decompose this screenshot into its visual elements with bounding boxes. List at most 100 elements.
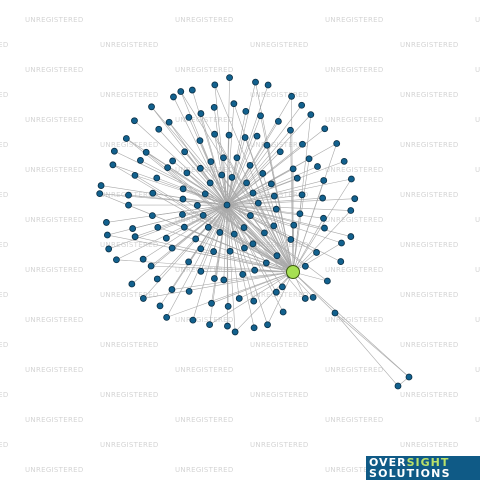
- graph-edge: [226, 103, 235, 206]
- graph-node: [278, 283, 286, 291]
- graph-node: [188, 86, 196, 94]
- graph-edge: [168, 122, 294, 273]
- watermark-text: UNREGISTERED: [400, 341, 459, 349]
- graph-node: [220, 154, 227, 162]
- graph-node: [333, 140, 341, 147]
- watermark-text: UNREGISTERED: [100, 241, 159, 249]
- graph-edge: [334, 312, 410, 378]
- graph-node: [257, 112, 264, 120]
- graph-node: [226, 247, 234, 255]
- watermark-text: UNREGISTERED: [250, 291, 309, 299]
- graph-node: [254, 199, 262, 207]
- watermark-text: UNREGISTERED: [250, 91, 309, 99]
- graph-edge: [226, 204, 268, 325]
- graph-edge: [214, 84, 294, 273]
- graph-node: [293, 174, 301, 182]
- graph-edge: [143, 204, 228, 299]
- graph-edge: [291, 96, 294, 273]
- graph-edge: [292, 178, 352, 273]
- graph-node: [210, 248, 218, 255]
- watermark-text: UNREGISTERED: [475, 266, 480, 274]
- graph-node: [113, 256, 120, 264]
- watermark-text: UNREGISTERED: [325, 116, 384, 124]
- graph-edge: [226, 204, 306, 299]
- graph-node: [243, 179, 250, 187]
- graph-edge: [126, 138, 228, 206]
- watermark-text: UNREGISTERED: [0, 41, 9, 49]
- graph-edge: [226, 204, 328, 282]
- watermark-text: UNREGISTERED: [250, 391, 309, 399]
- graph-node: [301, 262, 309, 270]
- graph-node: [251, 266, 259, 274]
- watermark-text: UNREGISTERED: [475, 316, 480, 324]
- graph-node: [261, 229, 268, 237]
- graph-edge: [234, 271, 294, 333]
- watermark-text: UNREGISTERED: [0, 291, 9, 299]
- graph-edge: [226, 204, 277, 293]
- graph-edge: [226, 145, 268, 206]
- graph-node: [299, 140, 306, 148]
- graph-edge: [226, 128, 325, 206]
- graph-edge: [226, 204, 255, 328]
- graph-edge: [112, 164, 228, 206]
- watermark-text: UNREGISTERED: [0, 141, 9, 149]
- graph-edge: [134, 120, 228, 206]
- graph-node: [279, 308, 287, 316]
- highlighted-node: [286, 265, 300, 279]
- graph-node: [239, 270, 247, 278]
- watermark-text: UNREGISTERED: [250, 191, 309, 199]
- graph-node: [162, 234, 170, 242]
- graph-node: [241, 244, 248, 252]
- graph-node: [264, 81, 272, 89]
- graph-edge: [157, 227, 294, 273]
- watermark-text: UNREGISTERED: [250, 341, 309, 349]
- graph-edge: [292, 271, 410, 378]
- graph-node: [96, 190, 104, 198]
- watermark-text: UNREGISTERED: [475, 116, 480, 124]
- graph-edge: [106, 204, 228, 223]
- watermark-text: UNREGISTERED: [250, 141, 309, 149]
- graph-edge: [226, 204, 317, 253]
- graph-node: [230, 230, 238, 238]
- graph-edge: [226, 114, 312, 206]
- graph-node: [201, 190, 209, 198]
- graph-edge: [226, 204, 236, 332]
- watermark-text: UNREGISTERED: [475, 166, 480, 174]
- hub-node: [223, 201, 231, 209]
- graph-edge: [334, 312, 399, 387]
- graph-edge: [134, 175, 294, 273]
- logo-word-sight: SIGHT: [406, 456, 450, 469]
- graph-edge: [226, 161, 345, 206]
- watermark-text: UNREGISTERED: [400, 141, 459, 149]
- graph-node: [225, 131, 233, 139]
- graph-node: [153, 174, 161, 182]
- graph-edge: [156, 177, 228, 206]
- graph-node: [177, 88, 185, 95]
- graph-node: [289, 165, 297, 173]
- graph-node: [204, 223, 212, 231]
- graph-edge: [292, 271, 336, 314]
- graph-edge: [292, 210, 351, 273]
- watermark-text: UNREGISTERED: [400, 91, 459, 99]
- watermark-text: UNREGISTERED: [400, 291, 459, 299]
- graph-edge: [209, 271, 294, 325]
- graph-node: [220, 276, 228, 284]
- graph-edge: [226, 204, 351, 237]
- watermark-text: UNREGISTERED: [0, 341, 9, 349]
- graph-node: [208, 299, 215, 307]
- graph-edge: [239, 271, 294, 299]
- graph-node: [185, 258, 193, 266]
- graph-node: [264, 321, 271, 329]
- graph-node: [263, 141, 271, 149]
- graph-edge: [200, 204, 228, 272]
- graph-node: [147, 262, 155, 270]
- graph-node: [252, 78, 259, 86]
- graph-node: [320, 214, 327, 222]
- graph-node: [103, 231, 111, 239]
- graph-node: [148, 212, 156, 220]
- graph-node: [259, 170, 267, 177]
- watermark-text: UNREGISTERED: [325, 316, 384, 324]
- graph-node: [163, 313, 171, 321]
- watermark-text: UNREGISTERED: [100, 291, 159, 299]
- graph-node: [206, 321, 214, 329]
